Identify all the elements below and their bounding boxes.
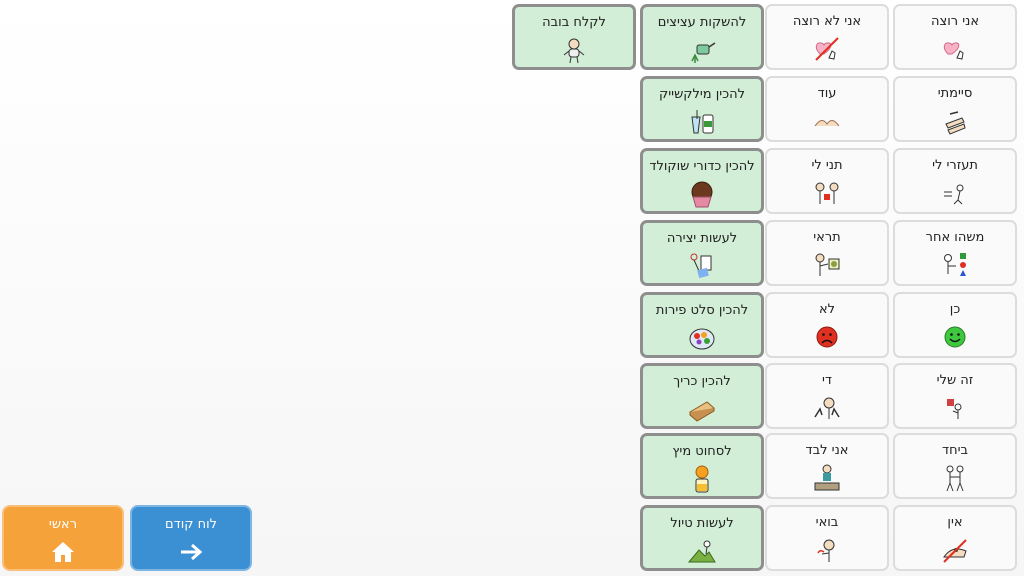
cell-alone[interactable]: אני לבד xyxy=(765,433,889,499)
cell-label: כן xyxy=(949,302,961,317)
cell-none[interactable]: אין xyxy=(893,505,1017,571)
cell-bathe-doll[interactable]: לקלח בובה xyxy=(512,4,636,70)
trip-icon xyxy=(687,536,717,566)
cell-label: ביחד xyxy=(941,443,968,458)
help-me-icon xyxy=(940,178,970,208)
cell-enough[interactable]: די xyxy=(765,363,889,429)
cell-label: להכין סלט פירות xyxy=(655,303,749,318)
mine-icon xyxy=(940,393,970,423)
cell-together[interactable]: ביחד xyxy=(893,433,1017,499)
more-hands-icon xyxy=(812,106,842,136)
cell-label: להכין כדורי שוקולד xyxy=(649,159,755,174)
none-icon xyxy=(940,535,970,565)
cell-label: זה שלי xyxy=(936,373,974,388)
cell-label: לא xyxy=(818,302,836,317)
cell-its-mine[interactable]: זה שלי xyxy=(893,363,1017,429)
cell-finished[interactable]: סיימתי xyxy=(893,76,1017,142)
cell-label: לעשות טיול xyxy=(670,516,734,531)
cell-milkshake[interactable]: להכין מילקשייק xyxy=(640,76,764,142)
cell-label: להכין כריך xyxy=(673,374,731,389)
cell-yes[interactable]: כן xyxy=(893,292,1017,358)
previous-board-button[interactable]: לוח קודם xyxy=(130,505,252,571)
dont-want-icon xyxy=(812,34,842,64)
cell-come[interactable]: בואי xyxy=(765,505,889,571)
cell-water-plants[interactable]: להשקות עציצים xyxy=(640,4,764,70)
cell-label: עוד xyxy=(817,86,837,101)
cell-label: אני לבד xyxy=(805,443,849,458)
juice-icon xyxy=(687,464,717,494)
home-icon xyxy=(50,540,76,564)
cell-sandwich[interactable]: להכין כריך xyxy=(640,363,764,429)
cell-label: להכין מילקשייק xyxy=(659,87,745,102)
milkshake-icon xyxy=(687,107,717,137)
cell-label: בואי xyxy=(815,515,839,530)
cell-label: לסחוט מיץ xyxy=(672,444,732,459)
cell-trip[interactable]: לעשות טיול xyxy=(640,505,764,571)
want-icon xyxy=(940,34,970,64)
cell-fruit-salad[interactable]: להכין סלט פירות xyxy=(640,292,764,358)
cell-i-want[interactable]: אני רוצה xyxy=(893,4,1017,70)
craft-icon xyxy=(687,251,717,281)
cell-help-me[interactable]: תעזרי לי xyxy=(893,148,1017,214)
arrow-right-icon xyxy=(178,540,204,564)
cell-label: די xyxy=(821,373,832,388)
cell-label: אין xyxy=(947,515,963,530)
watering-can-icon xyxy=(687,35,717,65)
baby-doll-icon xyxy=(559,35,589,65)
give-me-icon xyxy=(812,178,842,208)
cell-label: להשקות עציצים xyxy=(657,15,747,30)
cell-craft[interactable]: לעשות יצירה xyxy=(640,220,764,286)
fruit-salad-icon xyxy=(687,323,717,353)
cell-label: לעשות יצירה xyxy=(666,231,738,246)
cell-label: תעזרי לי xyxy=(932,158,978,173)
together-icon xyxy=(940,463,970,493)
yes-green-face-icon xyxy=(940,322,970,352)
chocolate-ball-icon xyxy=(687,179,717,209)
come-icon xyxy=(812,535,842,565)
alone-icon xyxy=(812,463,842,493)
cell-look[interactable]: תראי xyxy=(765,220,889,286)
cell-label: אני רוצה xyxy=(930,14,980,29)
cell-i-dont-want[interactable]: אני לא רוצה xyxy=(765,4,889,70)
something-else-icon xyxy=(940,250,970,280)
enough-icon xyxy=(812,393,842,423)
cell-label: משהו אחר xyxy=(925,230,985,245)
cell-label: לקלח בובה xyxy=(542,15,606,30)
cell-chocolate-balls[interactable]: להכין כדורי שוקולד xyxy=(640,148,764,214)
cell-no[interactable]: לא xyxy=(765,292,889,358)
finished-hands-icon xyxy=(940,106,970,136)
home-button[interactable]: ראשי xyxy=(2,505,124,571)
cell-label: תני לי xyxy=(811,158,843,173)
cell-label: אני לא רוצה xyxy=(792,14,862,29)
cell-label: סיימתי xyxy=(937,86,973,101)
previous-board-label: לוח קודם xyxy=(164,517,218,532)
home-button-label: ראשי xyxy=(48,517,78,532)
cell-more[interactable]: עוד xyxy=(765,76,889,142)
cell-give-me[interactable]: תני לי xyxy=(765,148,889,214)
cell-something-else[interactable]: משהו אחר xyxy=(893,220,1017,286)
no-red-face-icon xyxy=(812,322,842,352)
cell-label: תראי xyxy=(813,230,841,245)
cell-squeeze-juice[interactable]: לסחוט מיץ xyxy=(640,433,764,499)
sandwich-icon xyxy=(687,394,717,424)
look-icon xyxy=(812,250,842,280)
